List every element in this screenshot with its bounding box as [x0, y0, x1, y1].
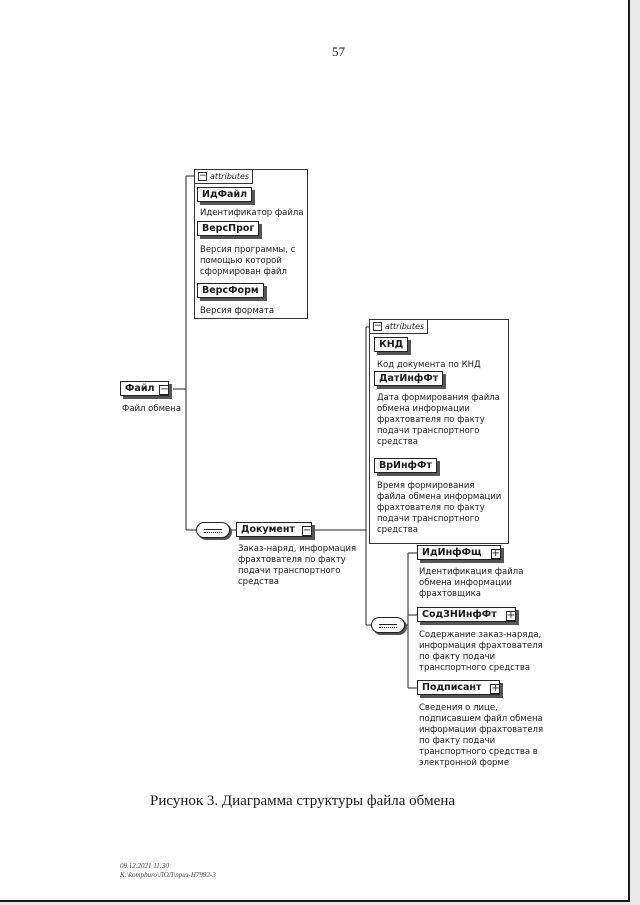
root-desc: Файл обмена	[122, 404, 182, 414]
attr-knd-desc: Код документа по КНД	[377, 360, 481, 370]
attr-versform-desc: Версия формата	[200, 306, 275, 316]
root-element[interactable]: Файл −	[120, 381, 170, 396]
child-idinffsh-desc: Идентификация файла обмена информации фр…	[419, 567, 524, 599]
child-podpisant[interactable]: Подписант +	[417, 680, 501, 695]
collapse-icon[interactable]: −	[373, 321, 382, 331]
document-attributes-box: − attributes	[369, 319, 509, 544]
child-sodzninfft-desc: Содержание заказ-наряда, информация фрах…	[419, 630, 543, 673]
collapse-icon[interactable]: −	[301, 525, 312, 536]
attr-vrinfft[interactable]: ВрИнфФт	[374, 458, 437, 473]
attr-datinfft[interactable]: ДатИнфФт	[374, 371, 444, 386]
collapse-icon[interactable]: −	[159, 384, 170, 395]
expand-icon[interactable]: +	[490, 683, 501, 694]
collapse-icon[interactable]: −	[198, 171, 207, 181]
child-sodzninfft[interactable]: СодЗНИнфФт +	[417, 607, 516, 622]
footer-timestamp: 09.12.2021 11:30	[120, 862, 170, 870]
document-element[interactable]: Документ −	[236, 522, 312, 537]
attr-idfail[interactable]: ИдФайл	[197, 187, 253, 202]
document-attributes-header: − attributes	[370, 320, 428, 334]
attr-datinfft-desc: Дата формирования файла обмена информаци…	[377, 393, 500, 447]
sequence-compositor-icon[interactable]	[371, 617, 405, 633]
attr-versform[interactable]: ВерсФорм	[197, 283, 264, 298]
footer-path: К:\kompburo\ЛОЛ\приз-H7992-3	[120, 871, 216, 879]
expand-icon[interactable]: +	[490, 548, 501, 559]
sequence-compositor-icon[interactable]	[196, 522, 230, 538]
child-podpisant-desc: Сведения о лице, подписавшем файл обмена…	[419, 703, 544, 768]
attr-versprog[interactable]: ВерсПрог	[197, 221, 260, 236]
child-idinffsh[interactable]: ИдИнфФщ +	[417, 545, 501, 560]
root-attributes-header: − attributes	[195, 170, 253, 184]
connector-lines	[173, 175, 450, 689]
attr-knd[interactable]: КНД	[374, 337, 409, 352]
figure-caption: Рисунок 3. Диаграмма структуры файла обм…	[150, 793, 456, 809]
attr-versprog-desc: Версия программы, с помощью которой сфор…	[200, 245, 296, 277]
expand-icon[interactable]: +	[505, 610, 516, 621]
attr-idfail-desc: Идентификатор файла	[200, 208, 304, 218]
attr-vrinfft-desc: Время формирования файла обмена информац…	[377, 481, 502, 535]
page-number: 57	[332, 44, 345, 59]
document-desc: Заказ-наряд, информация фрахтователя по …	[238, 544, 357, 587]
